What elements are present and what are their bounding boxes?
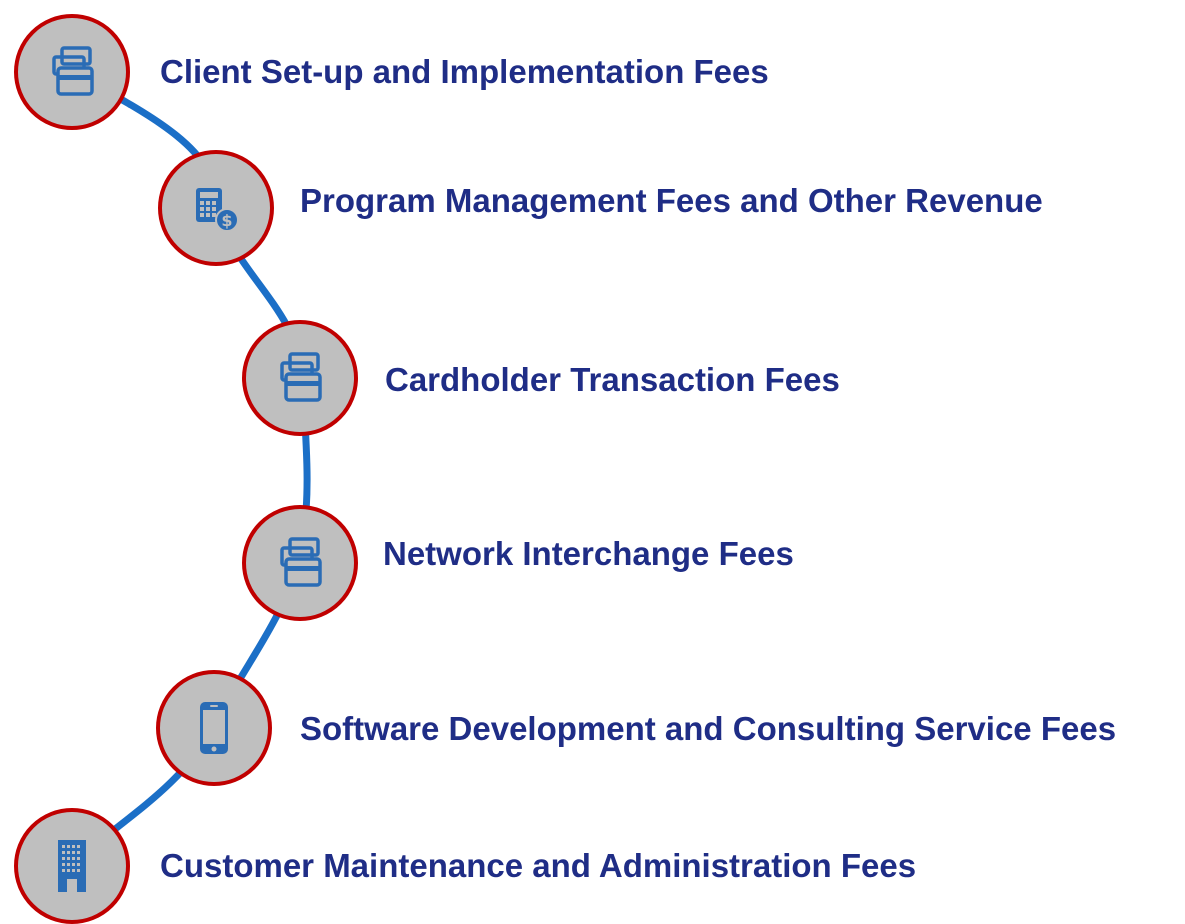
credit-cards-icon	[280, 537, 322, 587]
step-node-software-development	[156, 670, 272, 786]
step-label: Network Interchange Fees	[383, 535, 794, 572]
svg-text:$: $	[221, 211, 232, 230]
step-node-client-setup	[14, 14, 130, 130]
step-label: Customer Maintenance and Administration …	[160, 847, 917, 884]
step-label: Cardholder Transaction Fees	[385, 361, 840, 398]
calculator-dollar-icon: $	[196, 188, 239, 232]
step-label: Client Set-up and Implementation Fees	[160, 53, 769, 90]
office-building-icon	[58, 840, 86, 892]
credit-cards-icon	[280, 352, 322, 402]
step-node-cardholder-transaction	[242, 320, 358, 436]
smartphone-icon	[200, 702, 228, 754]
step-node-program-management: $	[158, 150, 274, 266]
step-node-customer-maintenance	[14, 808, 130, 924]
credit-cards-icon	[52, 46, 94, 96]
step-label: Program Management Fees and Other Revenu…	[300, 182, 1043, 219]
step-node-network-interchange	[242, 505, 358, 621]
step-label: Software Development and Consulting Serv…	[300, 710, 1117, 747]
